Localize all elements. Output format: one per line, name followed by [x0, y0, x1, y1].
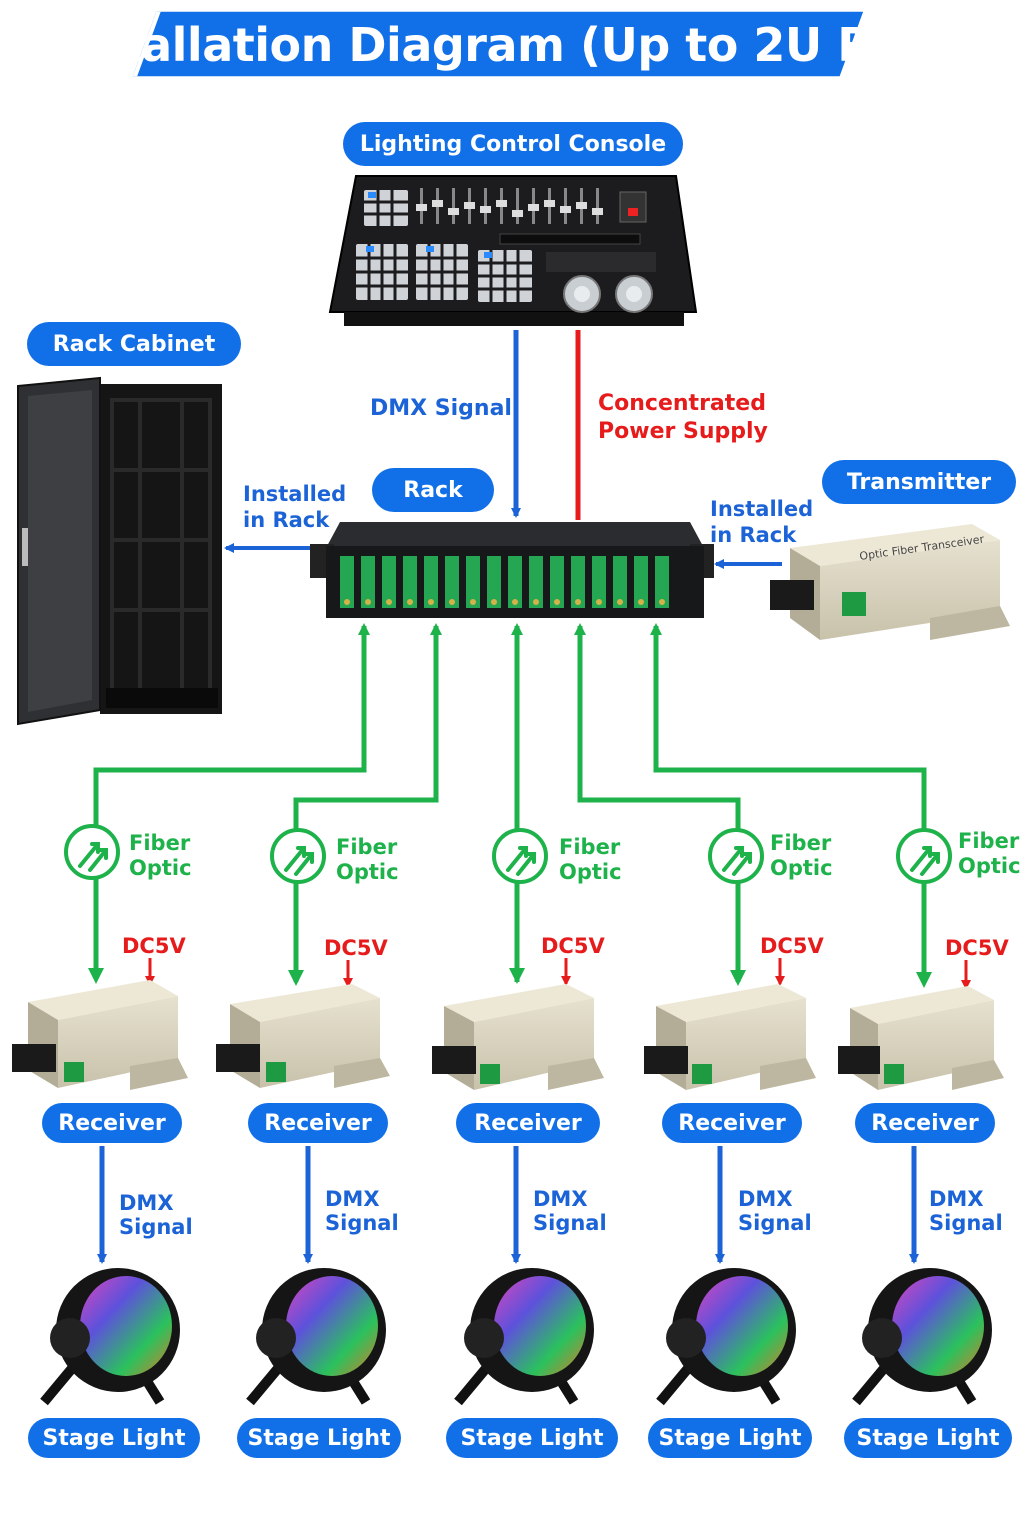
- rack-cabinet-device: [17, 376, 222, 726]
- fiber-label: Fiber: [770, 831, 832, 855]
- receiver-device: [216, 984, 390, 1088]
- receiver-label: Receiver: [42, 1103, 182, 1143]
- dc5v-label: DC5V: [122, 934, 186, 958]
- installed-right-line2: in Rack: [710, 523, 797, 547]
- signal-label: Signal: [325, 1211, 399, 1235]
- lighting-console-device: [328, 175, 698, 326]
- optic-label: Optic: [770, 856, 833, 880]
- signal-label: Signal: [929, 1211, 1003, 1235]
- optic-label: Optic: [559, 860, 622, 884]
- installed-left-line2: in Rack: [243, 508, 330, 532]
- power-supply-label-line2: Power Supply: [598, 419, 768, 444]
- dmx-label: DMX: [325, 1187, 380, 1211]
- transmitter-device: Optic Fiber Transceiver: [770, 524, 1010, 640]
- power-supply-label-line1: Concentrated: [598, 391, 766, 416]
- signal-label: Signal: [738, 1211, 812, 1235]
- receiver-label: Receiver: [456, 1103, 600, 1143]
- fiber-label: Fiber: [129, 831, 191, 855]
- optic-label: Optic: [336, 860, 399, 884]
- stage-light-device: [454, 1268, 594, 1406]
- installed-left-line1: Installed: [243, 482, 347, 506]
- dmx-signal-label: DMX Signal: [370, 396, 512, 421]
- receiver-device: [432, 984, 604, 1090]
- stage-light-device: [246, 1268, 386, 1406]
- stage-light-label: Stage Light: [28, 1418, 200, 1458]
- receiver-device: [12, 980, 188, 1090]
- rack-cabinet-label: Rack Cabinet: [27, 322, 241, 366]
- transmitter-label: Transmitter: [822, 460, 1016, 504]
- dmx-label: DMX: [738, 1187, 793, 1211]
- stage-light-label: Stage Light: [648, 1418, 812, 1458]
- receiver-label: Receiver: [248, 1103, 388, 1143]
- signal-label: Signal: [119, 1215, 193, 1239]
- rack-label: Rack: [372, 468, 494, 512]
- stage-light-label: Stage Light: [446, 1418, 618, 1458]
- dmx-label: DMX: [929, 1187, 984, 1211]
- signal-label: Signal: [533, 1211, 607, 1235]
- installed-right-line1: Installed: [710, 497, 814, 521]
- fiber-label: Fiber: [958, 829, 1020, 853]
- title-banner: [132, 11, 874, 77]
- dmx-label: DMX: [119, 1191, 174, 1215]
- stage-light-label: Stage Light: [237, 1418, 401, 1458]
- dc5v-label: DC5V: [760, 934, 824, 958]
- dc5v-label: DC5V: [945, 936, 1009, 960]
- optic-label: Optic: [129, 856, 192, 880]
- receiver-device: [838, 986, 1004, 1090]
- dc5v-label: DC5V: [541, 934, 605, 958]
- page-title: Installation Diagram (Up to 2U Rack): [43, 18, 981, 72]
- receiver-device: [644, 984, 816, 1090]
- stage-light-device: [852, 1268, 992, 1406]
- console-label: Lighting Control Console: [343, 122, 683, 166]
- dc5v-label: DC5V: [324, 936, 388, 960]
- stage-light-label: Stage Light: [844, 1418, 1012, 1458]
- optic-label: Optic: [958, 854, 1021, 878]
- stage-light-device: [656, 1268, 796, 1406]
- fiber-label: Fiber: [336, 835, 398, 859]
- fiber-label: Fiber: [559, 835, 621, 859]
- receiver-label: Receiver: [662, 1103, 802, 1143]
- receiver-label: Receiver: [855, 1103, 995, 1143]
- stage-light-device: [40, 1268, 180, 1406]
- rack-chassis-device: [310, 522, 714, 618]
- dmx-label: DMX: [533, 1187, 588, 1211]
